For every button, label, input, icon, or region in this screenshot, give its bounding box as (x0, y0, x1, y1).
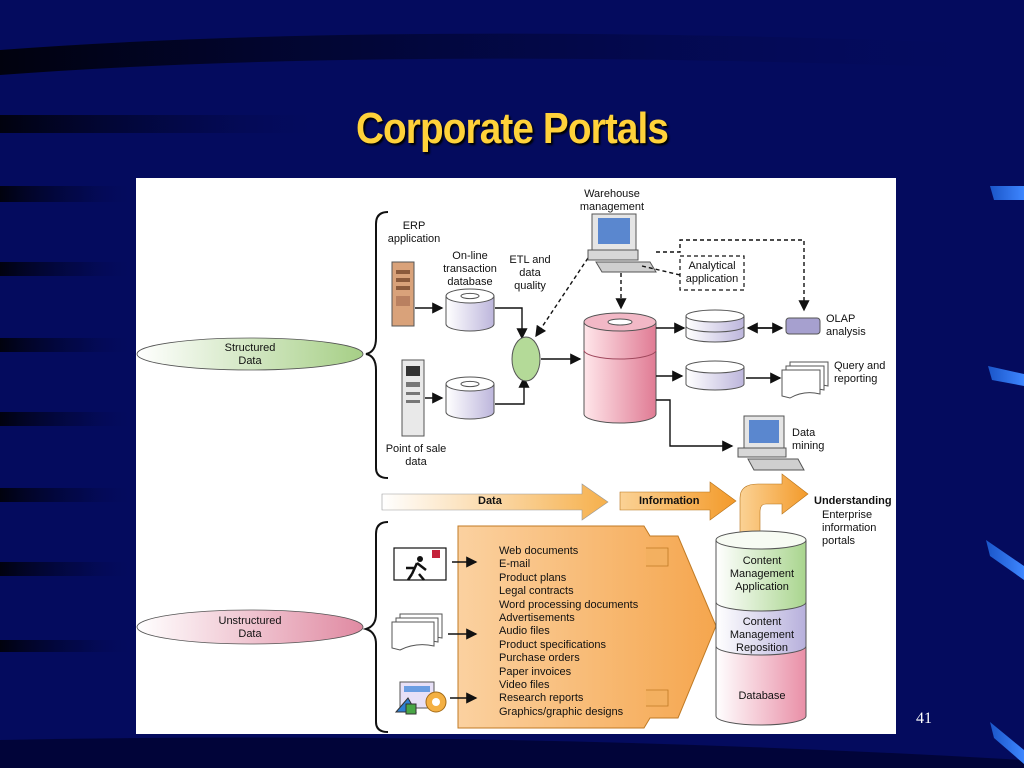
structured-data-ellipse (136, 337, 364, 371)
olap-node (785, 317, 821, 335)
erp-server-icon (391, 261, 415, 327)
information-flow-label: Information (639, 495, 700, 507)
warehouse-management-label: Warehouse management (579, 188, 645, 213)
structured-brace (365, 211, 389, 479)
report-pages-icon (781, 361, 829, 399)
warehouse-management-computer-icon (587, 213, 657, 273)
analytical-application-label: Analytical application (685, 260, 739, 285)
pos-terminal-icon (401, 359, 425, 437)
data-flow-arrow (381, 483, 609, 521)
paper-documents-icon (391, 613, 443, 651)
list-item: Advertisements (499, 612, 575, 625)
oltp-database-label: On-line transaction database (443, 250, 497, 288)
list-item: Purchase orders (499, 652, 580, 665)
oltp-database-cylinder (445, 288, 495, 332)
list-item: Graphics/graphic designs (499, 705, 624, 718)
list-item: Product specifications (499, 638, 606, 651)
content-management-application-label: Content Management Application (729, 555, 795, 593)
diagram-graphics (136, 211, 829, 733)
list-item: Legal contracts (499, 585, 574, 598)
pos-database-cylinder (445, 376, 495, 420)
understanding-flow-arrow (739, 473, 809, 537)
unstructured-document-list: Web documents E-mail Product plans Legal… (499, 545, 638, 719)
list-item: Research reports (499, 692, 584, 705)
content-management-reposition-label: Content Management Reposition (729, 616, 795, 654)
information-flow-arrow (619, 481, 737, 521)
etl-label: ETL and data quality (509, 254, 551, 292)
list-item: E-mail (499, 558, 531, 571)
etl-node (511, 336, 541, 382)
pos-data-label: Point of sale data (385, 443, 447, 468)
structured-data-label: Structured Data (224, 342, 276, 367)
unstructured-data-ellipse (136, 609, 364, 645)
reporting-data-cylinder (685, 360, 745, 391)
list-item: Paper invoices (499, 665, 572, 678)
slide-title: Corporate Portals (355, 104, 669, 153)
understanding-label: Understanding (814, 495, 892, 507)
list-item: Word processing documents (499, 598, 639, 611)
running-man-icon (393, 547, 447, 581)
analytical-application-box (679, 255, 745, 291)
unstructured-data-label: Unstructured Data (218, 615, 282, 640)
list-item: Web documents (499, 545, 579, 557)
document-collection-arrow (457, 525, 717, 729)
data-mining-computer-icon (737, 415, 805, 471)
analytical-data-cylinder (685, 309, 745, 343)
list-item: Video files (499, 679, 550, 692)
enterprise-portals-label: Enterprise information portals (822, 509, 877, 547)
list-item: Audio files (499, 625, 550, 638)
list-item: Product plans (499, 571, 567, 584)
data-warehouse-cylinder (583, 312, 657, 424)
page-number: 41 (916, 710, 932, 727)
unstructured-brace (362, 521, 389, 733)
content-management-stack (715, 530, 807, 726)
data-mining-label: Data mining (792, 427, 825, 452)
diagram-panel: Structured Data Unstructured Data ERP ap… (136, 178, 896, 734)
erp-application-label: ERP application (387, 220, 441, 245)
graphics-design-icon (394, 681, 447, 715)
database-label: Database (738, 690, 786, 702)
data-flow-label: Data (478, 495, 502, 507)
olap-analysis-label: OLAP analysis (826, 313, 866, 338)
query-reporting-label: Query and reporting (834, 360, 886, 385)
